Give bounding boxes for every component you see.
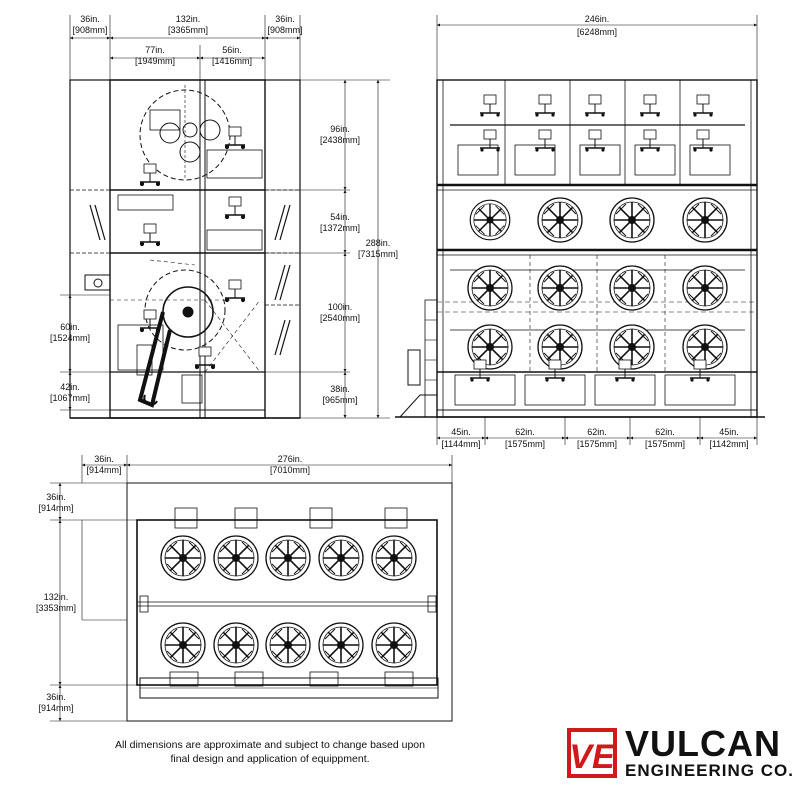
- dim-plan-bottom-mm: [914mm]: [38, 703, 73, 713]
- dim-h1-mm: [2438mm]: [320, 135, 360, 145]
- dim-h1: 96in.: [330, 124, 350, 134]
- dim-top-left: 36in.: [80, 14, 100, 24]
- dim-plan-mid-mm: [3353mm]: [36, 603, 76, 613]
- dim-plan-left: 36in.: [94, 454, 114, 464]
- dim-plan-top-mm: [914mm]: [38, 503, 73, 513]
- plan-view-wheels: [160, 535, 417, 668]
- dim-plan-total: 276in.: [278, 454, 303, 464]
- dim-side-total: 246in.: [585, 14, 610, 24]
- dim-plan-bottom: 36in.: [46, 692, 66, 702]
- plan-view-labels: 36in. [914mm] 276in. [7010mm] 36in. [914…: [36, 454, 310, 713]
- dim-h3-mm: [2540mm]: [320, 313, 360, 323]
- dim-top-right: 36in.: [275, 14, 295, 24]
- dim-plan-top: 36in.: [46, 492, 66, 502]
- footnote-line-1: All dimensions are approximate and subje…: [115, 739, 425, 751]
- logo-word-vulcan: VULCAN: [625, 723, 781, 764]
- dim-plan-mid: 132in.: [44, 592, 69, 602]
- dim-h2-mm: [1372mm]: [320, 223, 360, 233]
- dim-total-height-mm: [7315mm]: [358, 249, 398, 259]
- dim-seg3: 62in.: [587, 427, 607, 437]
- dim-h3: 100in.: [328, 302, 353, 312]
- dim-top-center-mm: [3365mm]: [168, 25, 208, 35]
- dim-sub-right: 56in.: [222, 45, 242, 55]
- dim-seg4: 62in.: [655, 427, 675, 437]
- front-view: [69, 79, 301, 419]
- dim-seg2: 62in.: [515, 427, 535, 437]
- dim-h4-mm: [965mm]: [322, 395, 357, 405]
- footnote: All dimensions are approximate and subje…: [60, 738, 480, 766]
- dim-left-h1-mm: [1524mm]: [50, 333, 90, 343]
- dim-h2: 54in.: [330, 212, 350, 222]
- dim-sub-right-mm: [1416mm]: [212, 56, 252, 66]
- logo-mark-letters: VE: [569, 738, 616, 776]
- dim-left-h1: 60in.: [60, 322, 80, 332]
- dim-top-left-mm: [908mm]: [72, 25, 107, 35]
- dim-seg1-mm: [1144mm]: [441, 439, 480, 449]
- side-view-dimensions: [436, 15, 758, 445]
- front-view-dimensions: [60, 15, 390, 419]
- dim-top-center: 132in.: [176, 14, 201, 24]
- dim-seg4-mm: [1575mm]: [645, 439, 685, 449]
- plan-view-dimensions: [50, 455, 453, 722]
- dim-top-right-mm: [908mm]: [267, 25, 302, 35]
- side-view: [395, 79, 765, 418]
- dim-left-h2: 42in.: [60, 382, 80, 392]
- dim-seg2-mm: [1575mm]: [505, 439, 545, 449]
- dim-seg1: 45in.: [451, 427, 471, 437]
- logo-word-engineering: ENGINEERING CO.: [625, 761, 794, 780]
- dim-seg5: 45in.: [719, 427, 739, 437]
- dim-sub-left: 77in.: [145, 45, 165, 55]
- dim-h4: 38in.: [330, 384, 350, 394]
- logo-mark-inner: [571, 732, 613, 774]
- side-view-labels: 246in. [6248mm] 45in. [1144mm] 62in. [15…: [441, 14, 748, 449]
- dim-plan-total-mm: [7010mm]: [270, 465, 310, 475]
- plan-view: [126, 482, 453, 722]
- vulcan-logo: VE: [567, 728, 617, 778]
- side-view-wheels: [467, 197, 728, 370]
- footnote-line-2: final design and application of equippme…: [170, 753, 370, 765]
- dim-side-total-mm: [6248mm]: [577, 27, 617, 37]
- dim-total-height: 288in.: [366, 238, 391, 248]
- dim-plan-left-mm: [914mm]: [86, 465, 121, 475]
- dim-sub-left-mm: [1949mm]: [135, 56, 175, 66]
- dim-seg3-mm: [1575mm]: [577, 439, 617, 449]
- front-view-labels: 36in. [908mm] 132in. [3365mm] 36in. [908…: [50, 14, 398, 405]
- dim-left-h2-mm: [1067mm]: [50, 393, 90, 403]
- dim-seg5-mm: [1142mm]: [709, 439, 748, 449]
